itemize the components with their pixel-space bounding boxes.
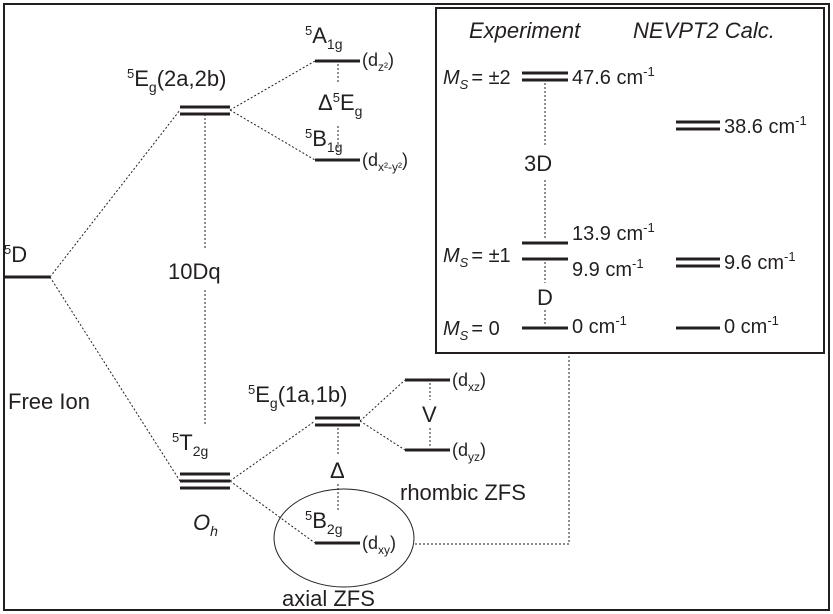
calc-value-96: 9.6 cm-1 — [724, 249, 796, 274]
term-5eg-upper-label: 5Eg(2a,2b) — [127, 66, 226, 95]
experiment-header: Experiment — [469, 18, 581, 43]
ms-0-label: MS= 0 — [443, 318, 500, 343]
oh-label: Oh — [193, 510, 218, 539]
axial-zfs-ellipse — [273, 488, 415, 588]
connector — [229, 480, 316, 544]
connector — [229, 60, 316, 111]
calc-value-386: 38.6 cm-1 — [724, 113, 807, 138]
outer-frame — [3, 3, 830, 611]
orbital-dxz-label: (dxz) — [452, 370, 486, 394]
calc-value-0: 0 cm-1 — [724, 313, 779, 338]
orbital-dx2y2-label: (dx²-y²) — [362, 150, 408, 174]
connector — [49, 276, 181, 482]
orbital-dxy-label: (dxy) — [362, 533, 396, 557]
level-5t2g — [180, 472, 230, 490]
ms-pm1-label: MS= ±1 — [443, 245, 511, 270]
inset-panel: Experiment NEVPT2 Calc. MS= ±2 MS= ±1 MS… — [435, 7, 825, 354]
term-5d-label: 5D — [4, 242, 27, 267]
exp-value-476: 47.6 cm-1 — [572, 64, 655, 89]
term-5a1g-label: 5A1g — [305, 23, 343, 52]
orbital-dyz-label: (dyz) — [452, 440, 486, 464]
label-d: D — [537, 285, 553, 310]
ms-pm2-label: MS= ±2 — [443, 67, 511, 92]
term-5b2g-label: 5B2g — [305, 508, 343, 537]
exp-value-0: 0 cm-1 — [572, 313, 627, 338]
connector — [229, 420, 316, 482]
v-label: V — [422, 402, 437, 427]
nevpt2-header: NEVPT2 Calc. — [633, 18, 775, 43]
level-5eg-upper — [180, 105, 230, 116]
exp-value-139: 13.9 cm-1 — [572, 220, 655, 245]
calc-level-96 — [676, 257, 720, 268]
connector — [359, 420, 406, 451]
orbital-dz2-label: (dz²) — [362, 50, 394, 74]
inset-link — [415, 356, 570, 545]
level-5eg-lower — [315, 416, 360, 427]
term-5eg-lower-label: 5Eg(1a,1b) — [248, 382, 347, 411]
free-ion-label: Free Ion — [8, 389, 90, 414]
exp-level-476 — [522, 71, 568, 82]
delta-label: Δ — [330, 458, 345, 483]
inset-frame — [435, 7, 825, 354]
axial-zfs-label: axial ZFS — [282, 586, 375, 611]
connector — [359, 379, 406, 422]
calc-level-386 — [676, 120, 720, 131]
rhombic-zfs-label: rhombic ZFS — [400, 480, 526, 505]
term-5t2g-label: 5T2g — [172, 430, 208, 459]
exp-value-99: 9.9 cm-1 — [572, 256, 644, 281]
term-5b1g-label: 5B1g — [305, 126, 343, 155]
connector — [229, 109, 316, 161]
label-3d: 3D — [524, 151, 552, 176]
delta-5eg-label: Δ5Eg — [318, 90, 362, 119]
connector — [49, 109, 181, 278]
tendq-label: 10Dq — [168, 259, 221, 284]
